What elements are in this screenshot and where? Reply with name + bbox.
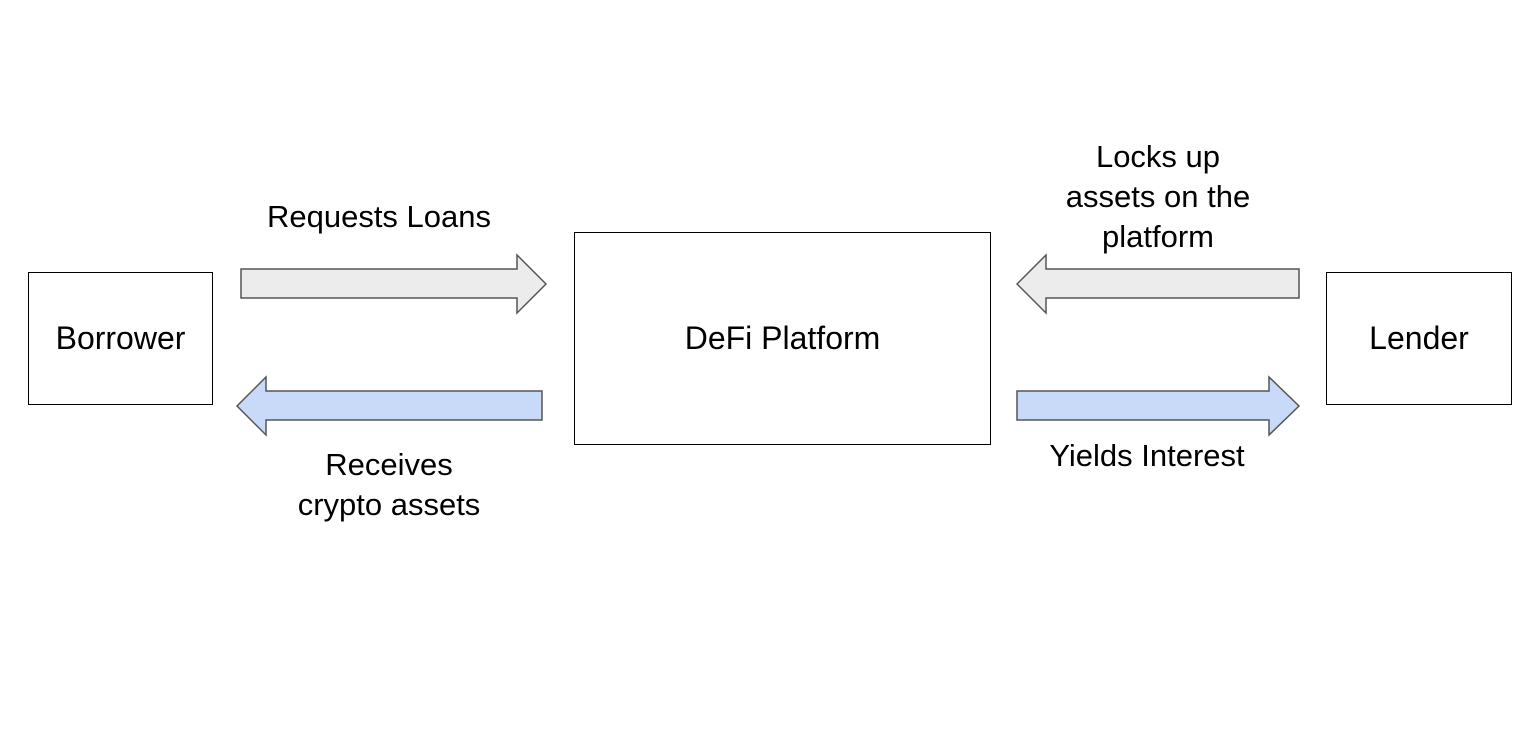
lender-label: Lender (1369, 320, 1469, 356)
requests-arrow-shape (240, 253, 548, 315)
locks-up-assets-label: Locks up assets on the platform (1008, 137, 1308, 257)
locks-up-line-2: assets on the (1065, 179, 1251, 214)
locks-up-line-3: platform (1102, 219, 1214, 254)
receives-crypto-label: Receives crypto assets (239, 445, 539, 525)
receives-arrow-shape (235, 375, 543, 437)
receives-crypto-line-1: Receives (325, 447, 453, 482)
lender-node: Lender (1326, 272, 1512, 405)
locks-arrow-shape (1015, 253, 1300, 315)
requests-loans-text: Requests Loans (266, 199, 492, 234)
locks-arrow (1015, 253, 1300, 315)
requests-loans-label: Requests Loans (229, 197, 529, 237)
defi-platform-label: DeFi Platform (684, 320, 881, 356)
yields-arrow-shape (1016, 375, 1301, 437)
yields-interest-label: Yields Interest (997, 436, 1297, 476)
yields-interest-text: Yields Interest (1049, 438, 1245, 473)
locks-up-line-1: Locks up (1095, 139, 1221, 174)
borrower-node: Borrower (28, 272, 213, 405)
yields-arrow (1016, 375, 1301, 437)
defi-platform-node: DeFi Platform (574, 232, 991, 445)
requests-arrow (240, 253, 548, 315)
receives-crypto-line-2: crypto assets (297, 487, 481, 522)
borrower-label: Borrower (55, 320, 186, 356)
receives-arrow (235, 375, 543, 437)
